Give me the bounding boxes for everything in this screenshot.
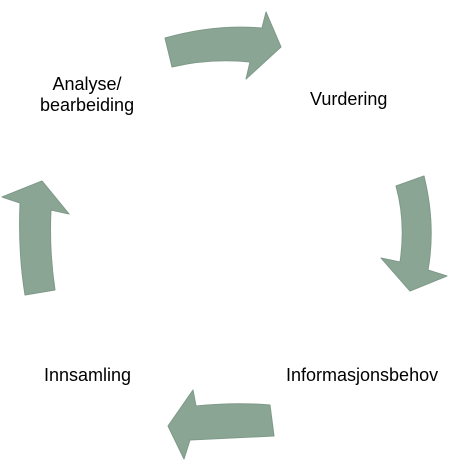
stage-label-informasjonsbehov: Informasjonsbehov bbox=[286, 365, 439, 385]
stage-label-analyse: Analyse/ bearbeiding bbox=[40, 74, 134, 116]
arrow-analyse-to-vurdering bbox=[164, 11, 282, 80]
stage-label-analyse-line2: bearbeiding bbox=[40, 95, 135, 115]
stage-label-innsamling: Innsamling bbox=[44, 365, 132, 385]
arrow-innsamling-to-analyse bbox=[1, 180, 70, 296]
arrow-informasjonsbehov-to-innsamling bbox=[167, 389, 275, 460]
arrow-vurdering-to-informasjonsbehov bbox=[380, 175, 448, 292]
stage-label-vurdering: Vurdering bbox=[310, 89, 388, 109]
stage-label-analyse-line1: Analyse/ bbox=[52, 74, 122, 94]
